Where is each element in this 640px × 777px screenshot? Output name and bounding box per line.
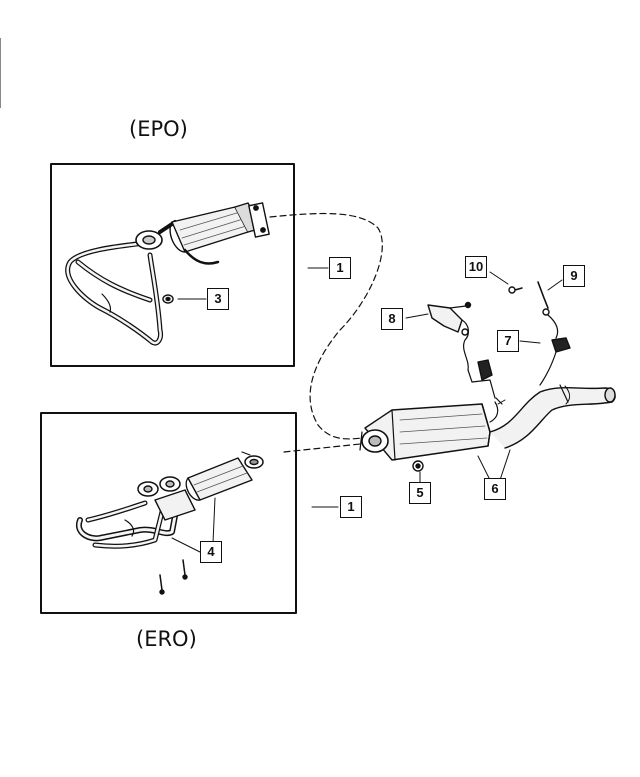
callout-8[interactable]: 8 — [381, 308, 403, 330]
leader-9 — [547, 279, 563, 291]
epo-front-pipe-assembly — [65, 202, 270, 346]
leader-7 — [519, 340, 541, 344]
page-edge-line — [0, 38, 1, 108]
callout-5[interactable]: 5 — [409, 482, 431, 504]
ero-manifold-assembly — [75, 451, 264, 595]
epo-title: (EPO) — [129, 117, 188, 141]
callout-6[interactable]: 6 — [484, 478, 506, 500]
callout-7[interactable]: 7 — [497, 330, 519, 352]
hanger-hardware — [427, 281, 571, 405]
leader-4-b — [212, 497, 216, 544]
callout-4[interactable]: 4 — [200, 541, 222, 563]
muffler-tailpipe-assembly — [359, 384, 616, 472]
leader-6-a — [477, 455, 491, 481]
ero-title: (ERO) — [136, 627, 197, 651]
leader-10 — [489, 271, 509, 285]
leader-6-b — [499, 449, 511, 481]
callout-1-epo[interactable]: 1 — [329, 257, 351, 279]
epo-reference-dashed-line — [269, 212, 383, 440]
ero-inset-frame — [40, 412, 297, 614]
callout-3[interactable]: 3 — [207, 288, 229, 310]
leader-8 — [405, 313, 429, 319]
epo-inset-frame — [50, 163, 295, 367]
callout-1-ero[interactable]: 1 — [340, 496, 362, 518]
leader-4-a — [171, 537, 201, 553]
callout-10[interactable]: 10 — [465, 256, 487, 278]
callout-9[interactable]: 9 — [563, 265, 585, 287]
ero-reference-dashed-line — [283, 443, 361, 453]
